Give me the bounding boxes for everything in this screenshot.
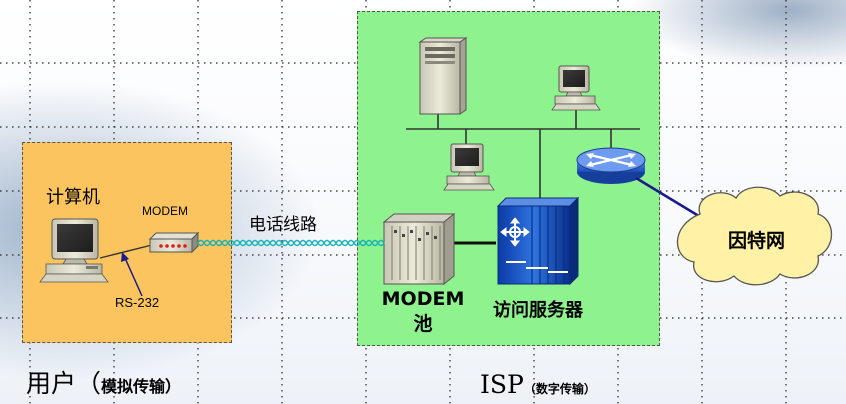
isp-caption-sub: （数字传输） [523, 382, 596, 396]
modem-label: MODEM [142, 204, 188, 218]
modem-pool-label-line1: MODEM [381, 288, 465, 310]
tower-server-icon [418, 37, 468, 115]
modem-rack-icon [382, 212, 456, 286]
rs232-pointer-arrow [121, 252, 143, 297]
lan-bus [406, 110, 640, 200]
rs232-label: RS-232 [115, 295, 160, 310]
access-server-icon [496, 196, 580, 286]
internet-label: 因特网 [728, 230, 786, 252]
router-icon [576, 147, 646, 184]
phone-line-label: 电话线路 [249, 215, 317, 235]
phone-line-wave [197, 239, 385, 247]
modem-pool-label-line2: 池 [413, 313, 433, 335]
cloud-icon [676, 186, 832, 286]
modem-icon [148, 231, 200, 254]
computer-label: 计算机 [46, 187, 100, 208]
user-caption-sub: 模拟传输） [101, 377, 182, 396]
serial-cable [99, 244, 153, 259]
isp-caption-main: ISP [480, 370, 524, 399]
user-caption-main: 用户（ [26, 369, 102, 398]
modem-pool-label: MODEM 池 [378, 287, 468, 337]
desktop-computer-icon [551, 65, 601, 111]
desktop-computer-icon [39, 218, 109, 283]
user-caption: 用户（模拟传输） [26, 364, 181, 400]
isp-caption: ISP（数字传输） [480, 370, 596, 399]
access-server-label: 访问服务器 [493, 300, 583, 321]
desktop-computer-icon [443, 143, 495, 191]
